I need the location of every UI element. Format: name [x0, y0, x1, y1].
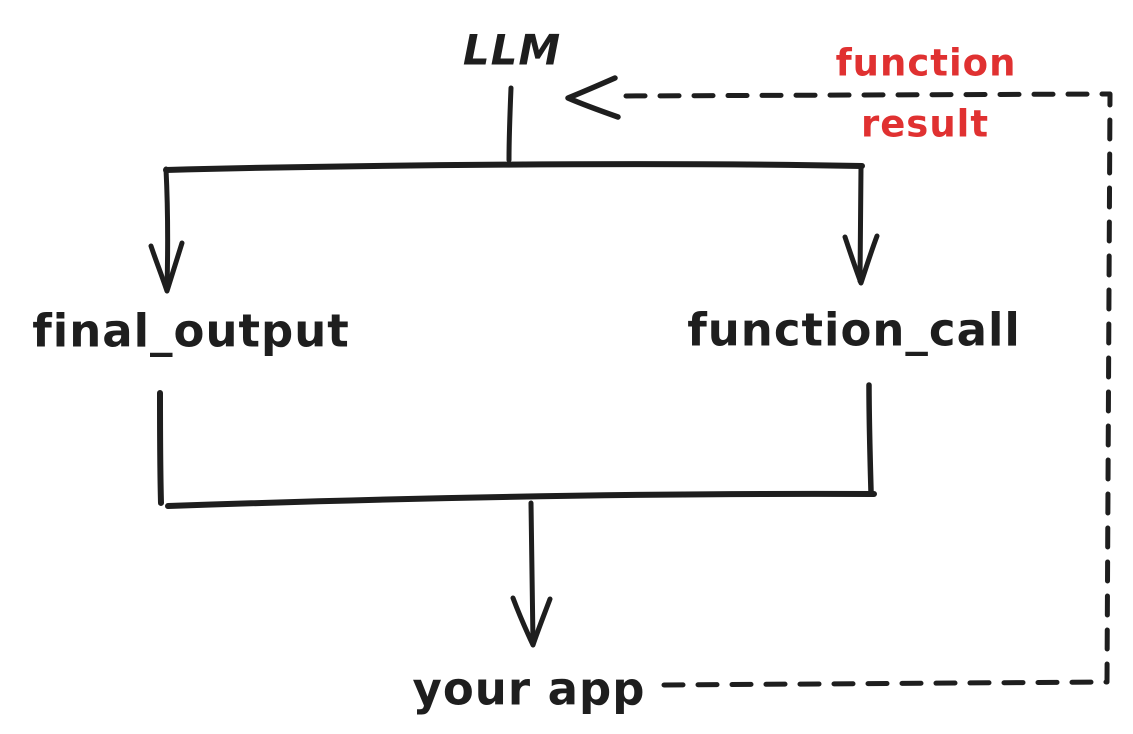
feedback-dashed-line — [615, 91, 1113, 688]
branch-horizontal-line — [163, 161, 865, 173]
llm-node-label: LLM — [462, 25, 562, 75]
your-app-node-label: your app — [412, 662, 646, 716]
arrow-to-function-call-shaft — [857, 164, 864, 284]
arrow-to-your-app-shaft — [528, 500, 536, 646]
feedback-edge-label-line2: result — [860, 102, 990, 146]
arrow-to-final-output-shaft — [163, 166, 171, 291]
function-call-stem-line — [866, 382, 874, 494]
function-call-node-label: function_call — [687, 303, 1021, 357]
arrow-to-final-output-head — [148, 240, 185, 294]
feedback-arrowhead — [565, 75, 621, 120]
arrow-to-function-call-head — [842, 233, 880, 286]
final-output-node-label: final_output — [32, 304, 350, 358]
arrow-to-your-app-head — [510, 595, 553, 648]
feedback-edge-label-line1: function — [835, 41, 1017, 85]
llm-stem-line — [506, 85, 514, 163]
final-output-stem-line — [157, 390, 164, 506]
merge-horizontal-line — [165, 490, 877, 509]
